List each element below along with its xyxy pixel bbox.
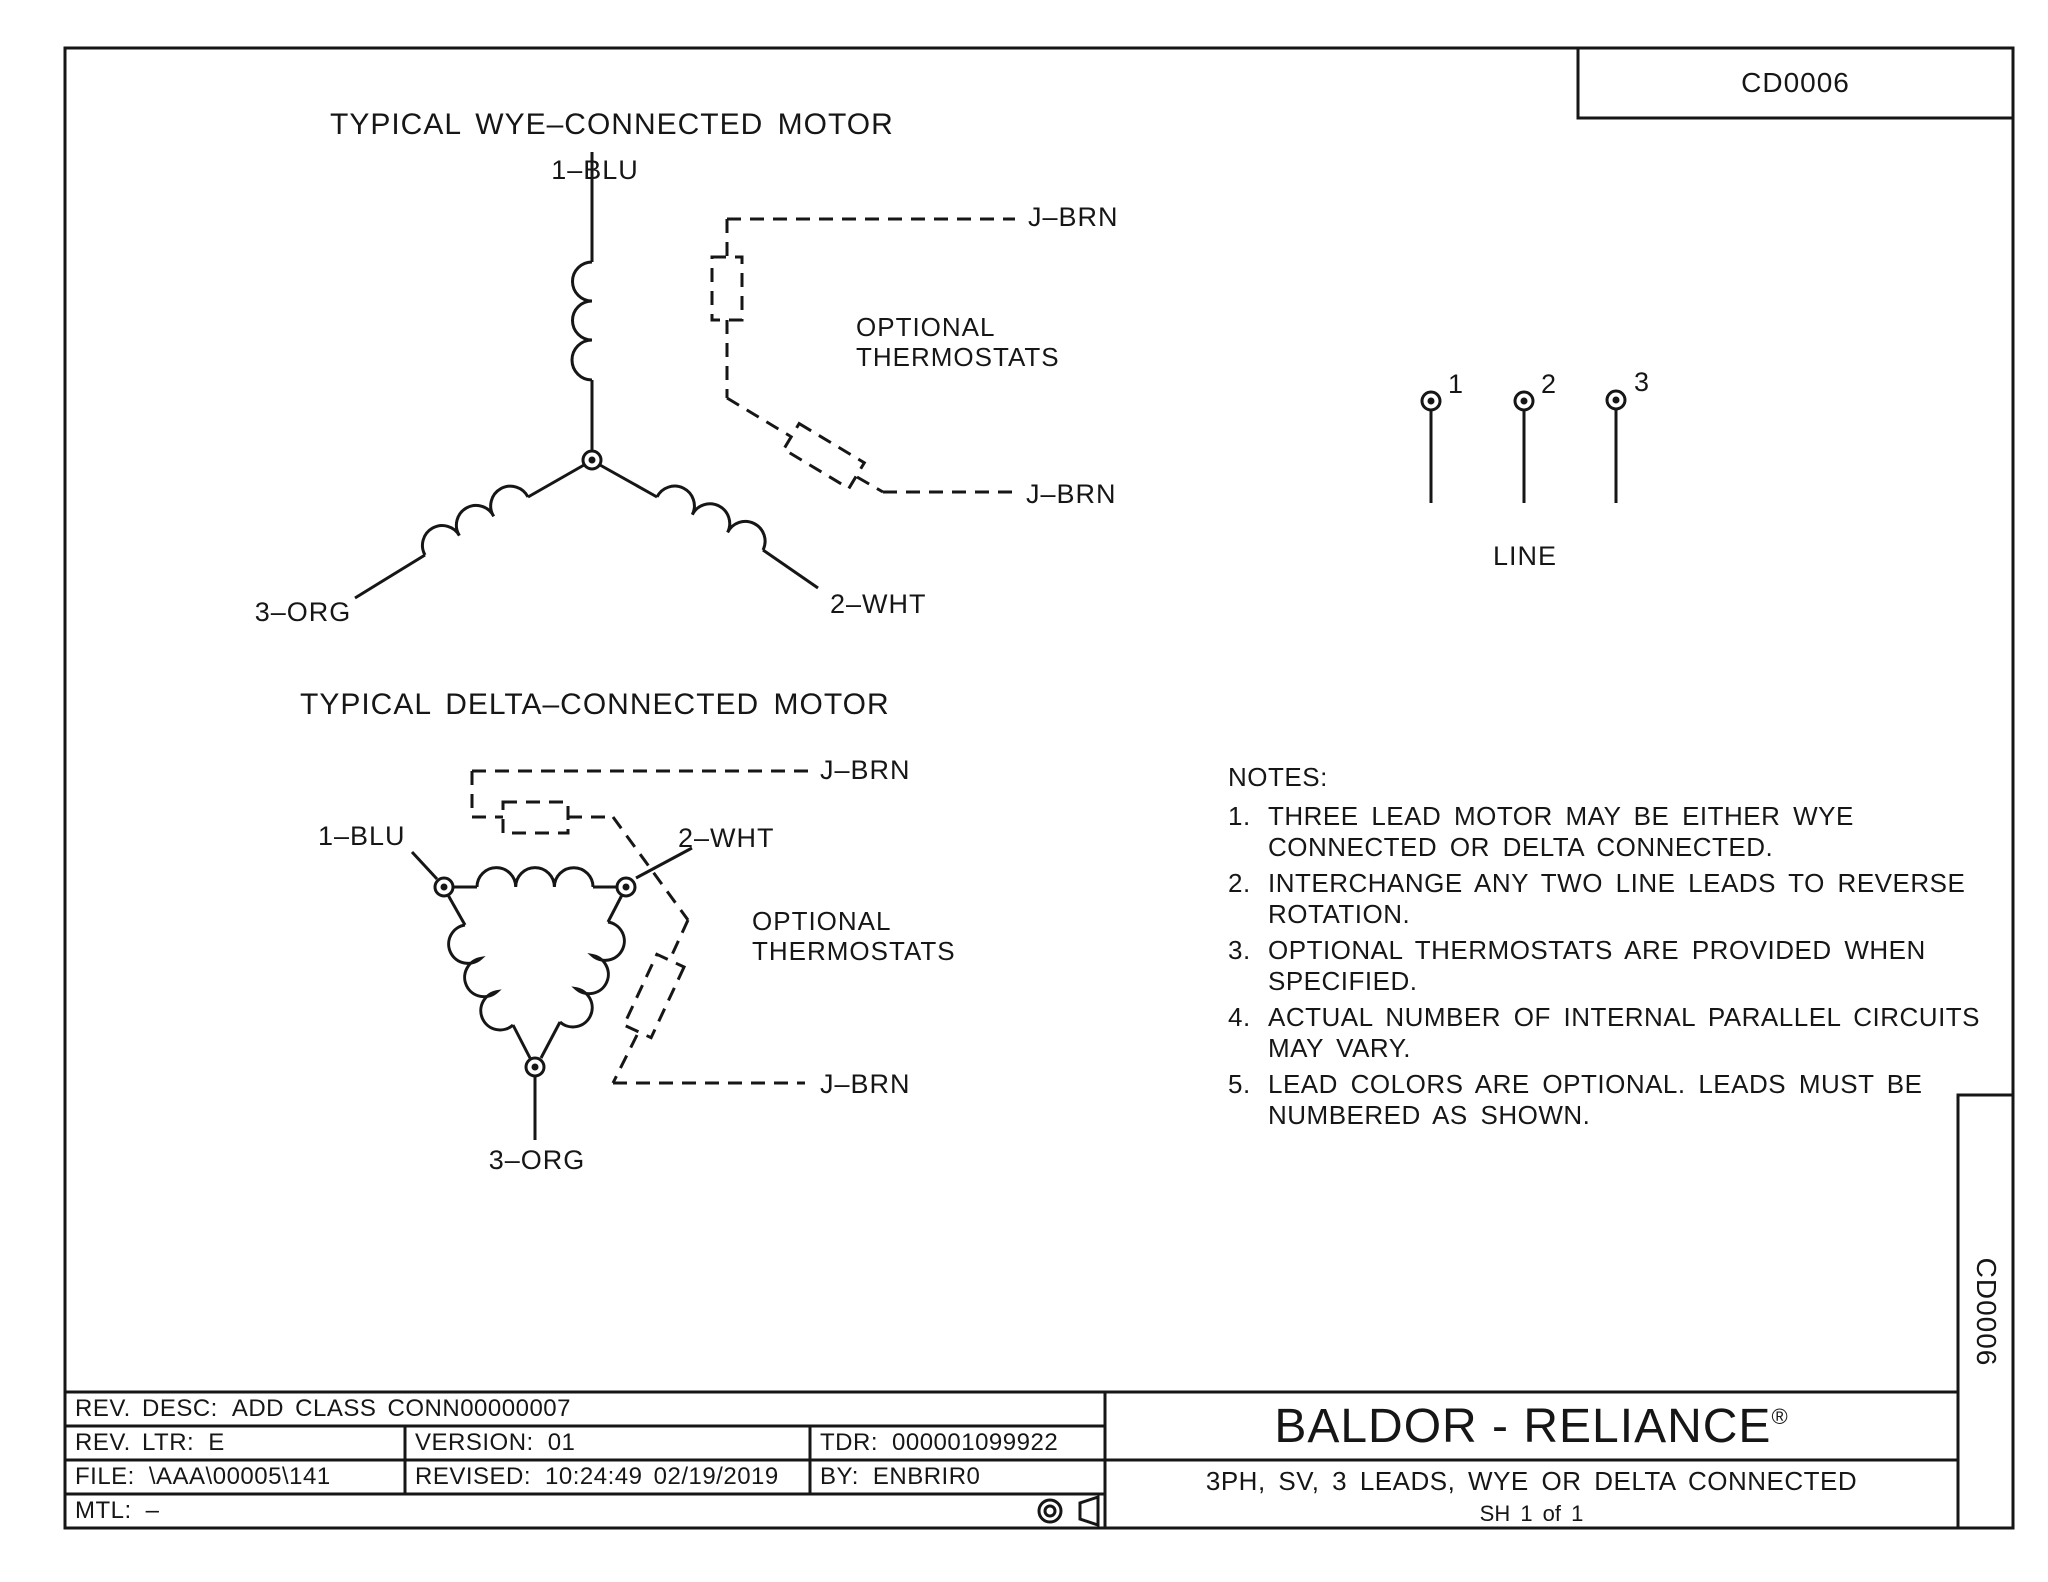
delta-jbrn-top: J–BRN	[820, 755, 911, 785]
line-terminal-3-label: 3	[1634, 367, 1651, 397]
line-terminal-1-label: 1	[1448, 369, 1465, 399]
delta-title: TYPICAL DELTA–CONNECTED MOTOR	[300, 688, 890, 721]
registered-mark: ®	[1771, 1403, 1789, 1429]
delta-lead-1-blu: 1–BLU	[318, 821, 406, 851]
line-terminals-drawing	[1420, 389, 1627, 503]
registered-circle-icon-inner	[1043, 1504, 1057, 1518]
wye-optional-thermostats-label: OPTIONAL THERMOSTATS	[856, 312, 1060, 372]
delta-thermostat-2	[621, 952, 687, 1040]
notes-section: NOTES: 1. THREE LEAD MOTOR MAY BE EITHER…	[1228, 762, 1981, 1136]
wye-jbrn-bottom: J–BRN	[1026, 479, 1117, 509]
wye-motor-drawing	[354, 152, 1015, 600]
side-strip: CD0006	[1958, 1095, 2013, 1528]
doc-number-box: CD0006	[1578, 48, 2013, 118]
sheet-number: SH 1 of 1	[1479, 1501, 1584, 1526]
wye-lead-3-org: 3–ORG	[254, 597, 352, 627]
brand-cell: BALDOR - RELIANCE®	[1105, 1392, 1958, 1460]
notes-heading: NOTES:	[1228, 762, 1328, 792]
by-cell: BY: ENBRIR0	[820, 1463, 981, 1490]
brand-name: BALDOR - RELIANCE	[1274, 1399, 1772, 1453]
wye-right-coil	[655, 484, 767, 551]
delta-optional-thermostats-label: OPTIONAL THERMOSTATS	[752, 906, 956, 966]
wye-left-coil	[420, 484, 530, 556]
subtitle-cell: 3PH, SV, 3 LEADS, WYE OR DELTA CONNECTED…	[1105, 1460, 1958, 1528]
doc-number-box-border	[1576, 46, 2015, 120]
delta-right-coil	[558, 920, 626, 1029]
wye-lead-2-wht: 2–WHT	[830, 589, 927, 619]
speaker-horn-icon	[1078, 1494, 1100, 1528]
delta-motor-drawing	[410, 769, 810, 1140]
mtl-cell: MTL: –	[75, 1497, 160, 1524]
drawing-subtitle: 3PH, SV, 3 LEADS, WYE OR DELTA CONNECTED	[1205, 1466, 1858, 1496]
tdr-cell: TDR: 000001099922	[820, 1429, 1059, 1456]
note-item-1: 1. THREE LEAD MOTOR MAY BE EITHER WYE CO…	[1228, 801, 1854, 862]
wye-top-coil	[570, 260, 593, 382]
wye-center-node	[581, 449, 603, 471]
mtl-icons	[1037, 1494, 1100, 1528]
delta-left-coil	[447, 923, 515, 1032]
note-item-4: 4. ACTUAL NUMBER OF INTERNAL PARALLEL CI…	[1228, 1002, 1981, 1063]
delta-thermostat-circuit	[470, 769, 810, 1085]
line-label: LINE	[1492, 541, 1558, 571]
registered-circle-icon	[1037, 1498, 1063, 1524]
note-item-2: 2. INTERCHANGE ANY TWO LINE LEADS TO REV…	[1228, 868, 1966, 929]
version-cell: VERSION: 01	[415, 1429, 576, 1456]
wye-thermostat-2	[781, 421, 867, 491]
title-block-grid	[65, 1390, 1958, 1528]
note-item-5: 5. LEAD COLORS ARE OPTIONAL. LEADS MUST …	[1228, 1069, 1923, 1130]
wye-title: TYPICAL WYE–CONNECTED MOTOR	[330, 108, 894, 141]
delta-top-coil	[475, 866, 595, 888]
sheet-border	[63, 46, 2015, 1530]
revised-cell: REVISED: 10:24:49 02/19/2019	[415, 1463, 779, 1490]
delta-lead-2-wht: 2–WHT	[678, 823, 775, 853]
rev-desc-cell: REV. DESC: ADD CLASS CONN00000007	[75, 1395, 571, 1422]
delta-thermostat-1	[501, 800, 570, 835]
wye-thermostat-1	[710, 255, 744, 322]
wye-thermostat-circuit	[710, 217, 1015, 494]
delta-jbrn-bottom: J–BRN	[820, 1069, 911, 1099]
rev-ltr-cell: REV. LTR: E	[75, 1429, 225, 1456]
file-cell: FILE: \AAA\00005\141	[75, 1463, 331, 1490]
wye-lead-1-blu: 1–BLU	[551, 155, 639, 185]
delta-lead-3-org: 3–ORG	[488, 1145, 586, 1175]
note-item-3: 3. OPTIONAL THERMOSTATS ARE PROVIDED WHE…	[1228, 935, 1926, 996]
doc-number-rotated: CD0006	[1970, 1257, 2002, 1366]
wye-jbrn-top: J–BRN	[1028, 202, 1119, 232]
side-strip-border	[1956, 1093, 2015, 1530]
line-terminal-2-label: 2	[1541, 369, 1558, 399]
doc-number: CD0006	[1741, 67, 1850, 98]
